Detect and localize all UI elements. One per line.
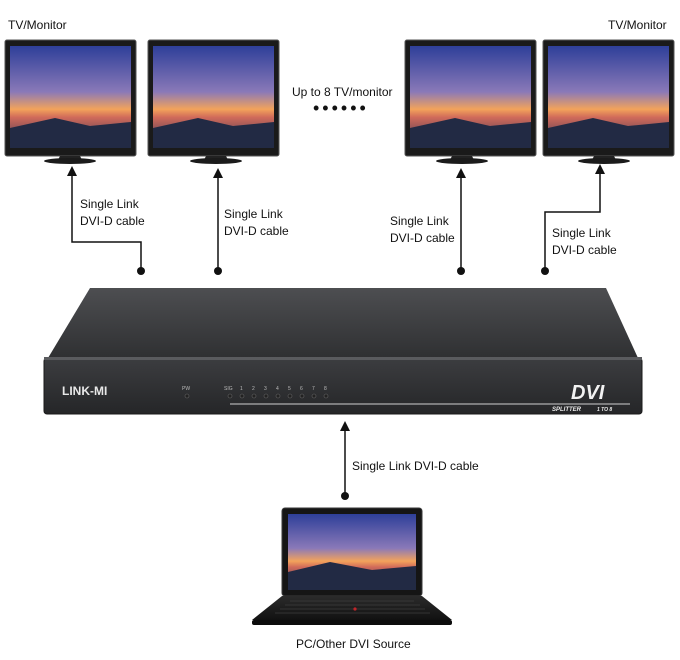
port-leds bbox=[184, 393, 329, 399]
port-label: 3 bbox=[264, 386, 267, 392]
cable-1 bbox=[71, 172, 142, 270]
device-brand: LINK-MI bbox=[62, 384, 107, 398]
cable-2-label-line2: DVI-D cable bbox=[224, 224, 289, 238]
device-pw-label: PW bbox=[182, 386, 190, 392]
port-label: 1 bbox=[240, 386, 243, 392]
port-label: 6 bbox=[300, 386, 303, 392]
connector-dot bbox=[541, 267, 549, 275]
splitter-device: LINK-MI PW SIG 1 2 3 4 5 6 7 8 DVI SPLITTER 1 T… bbox=[43, 288, 643, 415]
cable-4-label-line2: DVI-D cable bbox=[552, 243, 617, 257]
monitor-left-label: TV/Monitor bbox=[8, 18, 67, 32]
connector-dot bbox=[457, 267, 465, 275]
arrow-up-icon bbox=[213, 168, 223, 178]
cable-1-label-line1: Single Link bbox=[80, 197, 139, 211]
cable-2-label-line1: Single Link bbox=[224, 207, 283, 221]
monitor-right-label: TV/Monitor bbox=[608, 18, 667, 32]
cable-1-label-line2: DVI-D cable bbox=[80, 214, 145, 228]
monitor-3 bbox=[404, 39, 537, 164]
port-labels: 1 2 3 4 5 6 7 8 bbox=[240, 386, 327, 392]
monitor-4 bbox=[542, 39, 675, 164]
port-label: 5 bbox=[288, 386, 291, 392]
connector-dot bbox=[137, 267, 145, 275]
arrow-up-icon bbox=[595, 164, 605, 174]
port-label: 2 bbox=[252, 386, 255, 392]
monitor-1 bbox=[4, 39, 137, 164]
up-to-label: Up to 8 TV/monitor bbox=[292, 85, 393, 99]
port-label: 8 bbox=[324, 386, 327, 392]
cable-3-label-line2: DVI-D cable bbox=[390, 231, 455, 245]
cable-4 bbox=[544, 170, 601, 270]
cable-3-label-line1: Single Link bbox=[390, 214, 449, 228]
laptop bbox=[252, 507, 452, 625]
monitor-2 bbox=[147, 39, 280, 164]
arrow-up-icon bbox=[340, 421, 350, 431]
arrow-up-icon bbox=[456, 168, 466, 178]
device-subtitle-ratio: 1 TO 8 bbox=[597, 407, 612, 413]
cable-4-label-line1: Single Link bbox=[552, 226, 611, 240]
arrow-up-icon bbox=[67, 166, 77, 176]
connector-dot bbox=[341, 492, 349, 500]
input-cable-label: Single Link DVI-D cable bbox=[352, 459, 479, 473]
connector-dot bbox=[214, 267, 222, 275]
source-label: PC/Other DVI Source bbox=[296, 637, 411, 651]
device-subtitle: SPLITTER bbox=[552, 407, 582, 413]
ellipsis-dots: •••••• bbox=[313, 98, 369, 118]
device-sig-label: SIG bbox=[224, 386, 233, 392]
port-label: 7 bbox=[312, 386, 315, 392]
port-label: 4 bbox=[276, 386, 279, 392]
device-model: DVI bbox=[571, 382, 605, 404]
